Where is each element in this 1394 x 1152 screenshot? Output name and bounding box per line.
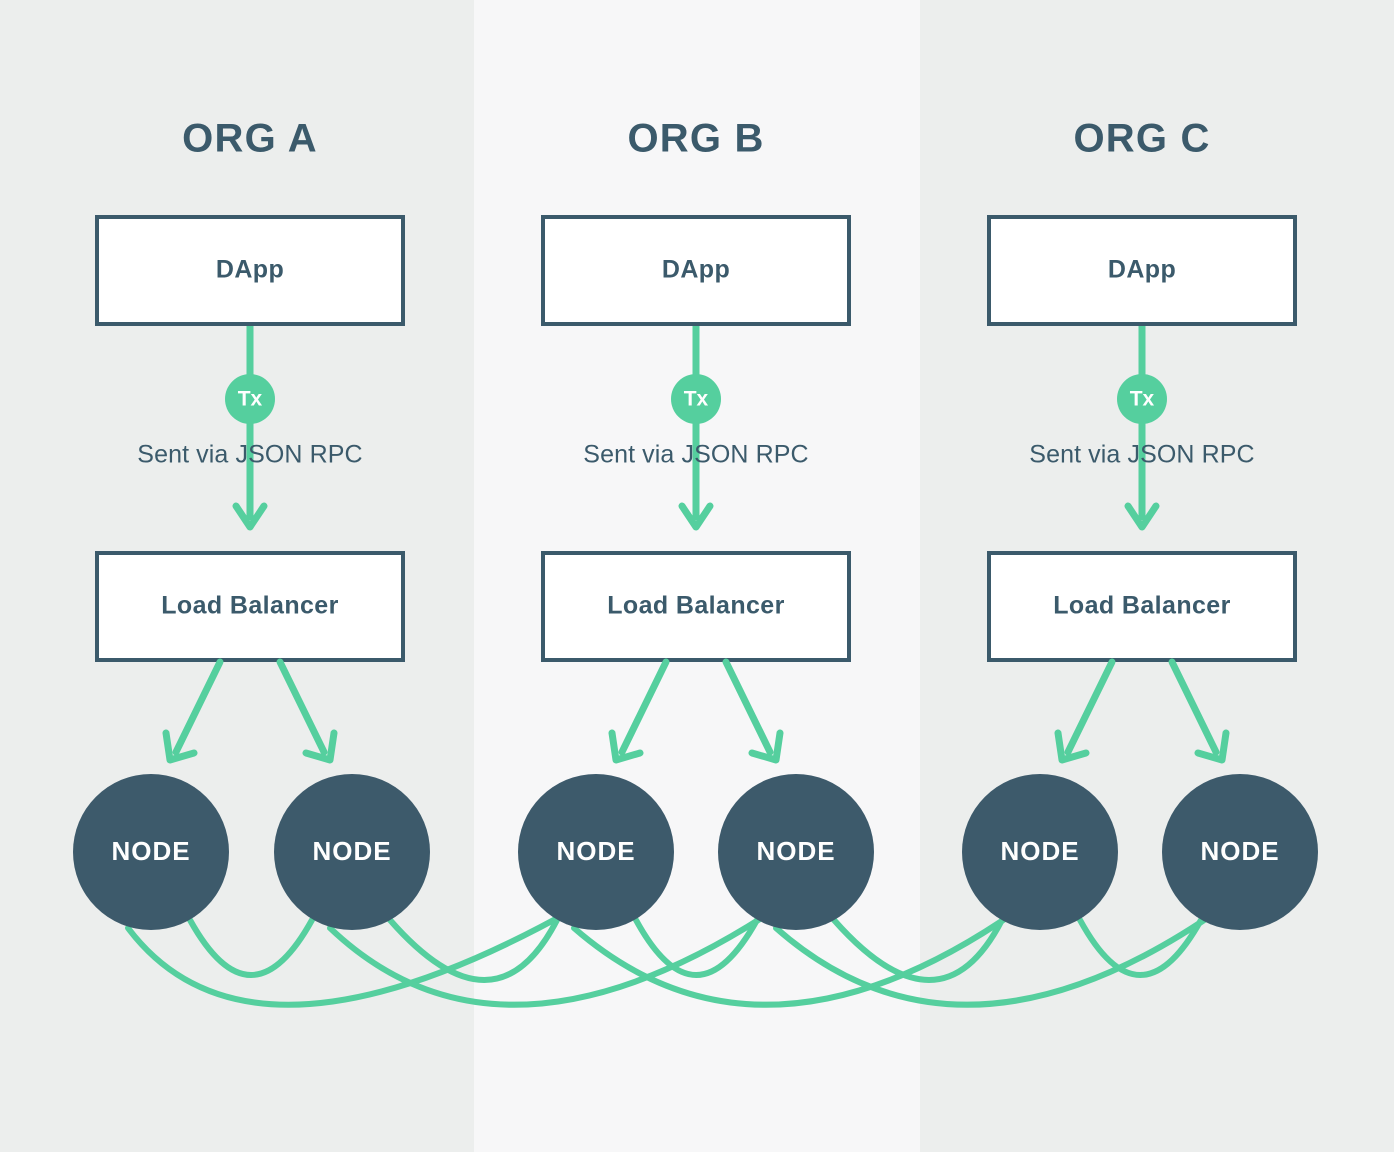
lb-to-node-arrow-a1 [162, 729, 198, 764]
column-org-a: ORG A DApp Tx Sent via JSON RPC Load Bal… [95, 117, 405, 764]
mesh-link-n5-n6 [1077, 917, 1204, 978]
load-balancer-label-c: Load Balancer [1053, 592, 1230, 620]
lb-to-node-line-b1 [618, 658, 670, 756]
node-circles: NODE NODE NODE NODE NODE NODE [73, 774, 1318, 930]
rpc-label-a: Sent via JSON RPC [137, 441, 362, 469]
node-circle-b1[interactable] [518, 774, 674, 930]
lb-to-node-line-c1 [1064, 658, 1116, 756]
mesh-link-n1-n3 [125, 907, 575, 1008]
lb-to-node-arrow-c2 [1194, 729, 1230, 764]
node-mesh-connections [125, 907, 1222, 1008]
load-balancer-box-c[interactable] [987, 551, 1297, 662]
mesh-link-n3-n4 [633, 917, 760, 978]
lb-to-node-arrow-a2 [302, 729, 338, 764]
dapp-label-a: DApp [216, 256, 284, 284]
tx-badge-a[interactable] [225, 374, 275, 424]
node-label-c2: NODE [1200, 836, 1279, 866]
mesh-link-n2-n3 [387, 917, 560, 983]
dapp-box-a[interactable] [95, 215, 405, 326]
node-label-c1: NODE [1000, 836, 1079, 866]
mesh-link-n4-n6 [773, 907, 1222, 1008]
dapp-box-c[interactable] [987, 215, 1297, 326]
node-circle-b2[interactable] [718, 774, 874, 930]
mesh-link-n3-n5 [571, 907, 1021, 1008]
node-label-b1: NODE [556, 836, 635, 866]
load-balancer-box-a[interactable] [95, 551, 405, 662]
org-title-a: ORG A [182, 117, 318, 161]
rpc-label-c: Sent via JSON RPC [1029, 441, 1254, 469]
flow-arrow-c [1124, 502, 1160, 531]
lb-to-node-arrow-b2 [748, 729, 784, 764]
dapp-label-b: DApp [662, 256, 730, 284]
tx-badge-b[interactable] [671, 374, 721, 424]
node-label-a2: NODE [312, 836, 391, 866]
node-label-b2: NODE [756, 836, 835, 866]
column-org-b: ORG B DApp Tx Sent via JSON RPC Load Bal… [541, 117, 851, 764]
node-circle-a1[interactable] [73, 774, 229, 930]
lb-to-node-line-c2 [1168, 658, 1220, 756]
column-org-c: ORG C DApp Tx Sent via JSON RPC Load Bal… [987, 117, 1297, 764]
dapp-label-c: DApp [1108, 256, 1176, 284]
tx-label-b: Tx [684, 388, 709, 411]
node-circle-c2[interactable] [1162, 774, 1318, 930]
org-title-b: ORG B [627, 117, 764, 161]
mesh-link-n4-n5 [831, 917, 1005, 983]
node-circle-c1[interactable] [962, 774, 1118, 930]
lb-to-node-arrow-b1 [608, 729, 644, 764]
tx-label-c: Tx [1130, 388, 1155, 411]
load-balancer-label-a: Load Balancer [161, 592, 338, 620]
mesh-link-n2-n4 [327, 907, 777, 1008]
org-title-c: ORG C [1073, 117, 1210, 161]
lb-to-node-line-a2 [276, 658, 328, 756]
load-balancer-box-b[interactable] [541, 551, 851, 662]
lb-to-node-line-b2 [722, 658, 774, 756]
flow-arrow-b [678, 502, 714, 531]
tx-label-a: Tx [238, 388, 263, 411]
lb-to-node-arrow-c1 [1054, 729, 1090, 764]
node-circle-a2[interactable] [274, 774, 430, 930]
mesh-link-n1-n2 [187, 917, 315, 978]
flow-arrow-a [232, 502, 268, 531]
load-balancer-label-b: Load Balancer [607, 592, 784, 620]
lb-to-node-line-a1 [172, 658, 224, 756]
dapp-box-b[interactable] [541, 215, 851, 326]
tx-badge-c[interactable] [1117, 374, 1167, 424]
rpc-label-b: Sent via JSON RPC [583, 441, 808, 469]
node-label-a1: NODE [111, 836, 190, 866]
